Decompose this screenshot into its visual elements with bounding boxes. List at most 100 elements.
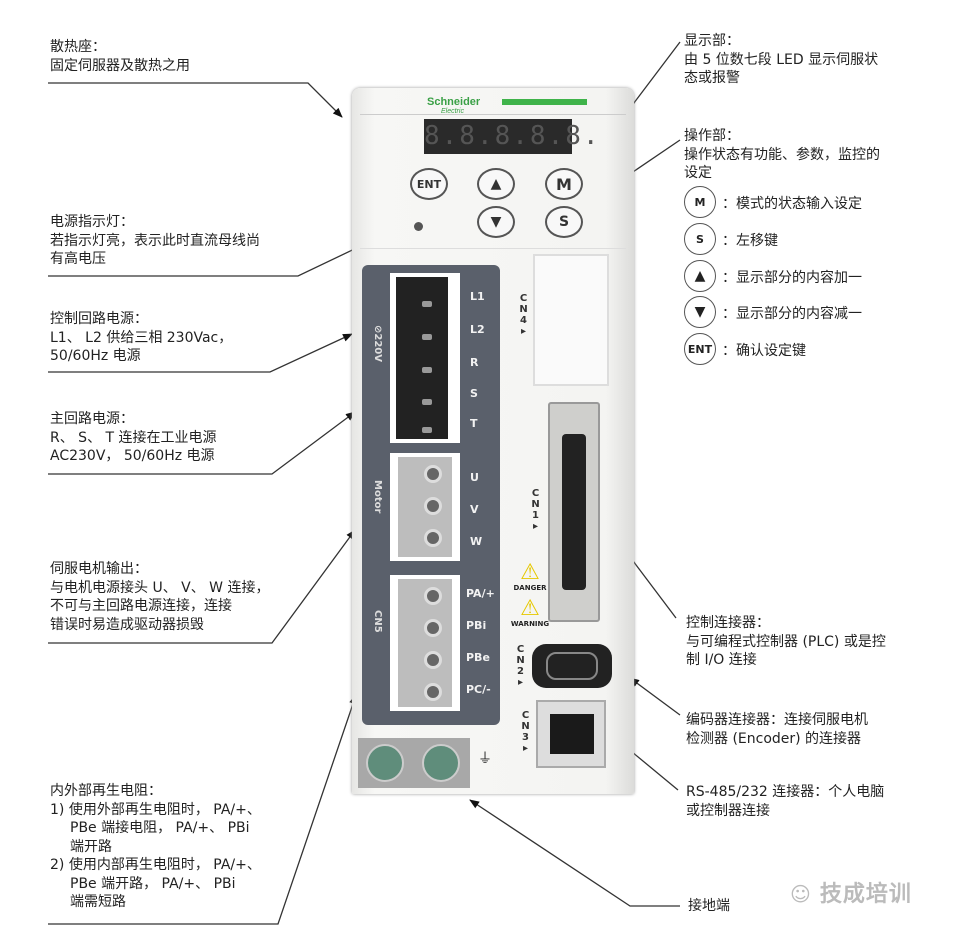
note-title: 接地端 (688, 898, 730, 914)
note-title: 内外部再生电阻： (50, 783, 162, 799)
cn4-cover[interactable] (533, 254, 609, 386)
note-heatsink: 散热座： 固定伺服器及散热之用 (50, 38, 190, 75)
terminal-pbi: PBi (466, 619, 487, 632)
legend-m-button-icon: M (684, 186, 716, 218)
s-button[interactable]: S (545, 206, 583, 238)
cn5-group-label: CN5 (372, 610, 383, 633)
note-encoder-connector: 编码器连接器：连接伺服电机 检测器 (Encoder) 的连接器 (686, 711, 868, 748)
note-title: 电源指示灯： (50, 214, 134, 230)
cn3-rj45-connector[interactable] (536, 700, 606, 768)
note-line: 操作状态有功能、参数，监控的 (684, 146, 880, 163)
note-rs485-connector: RS-485/232 连接器：个人电脑 或控制器连接 (686, 783, 884, 820)
legend-ent-desc: ：确认设定键 (722, 343, 806, 359)
terminal-pa: PA/+ (466, 587, 495, 600)
note-line: 端需短路 (70, 894, 126, 910)
legend-m-desc: ：模式的状态输入设定 (722, 196, 862, 212)
ground-screw-icon (422, 744, 460, 782)
ent-button[interactable]: ENT (410, 168, 448, 200)
terminal-l1: L1 (470, 290, 485, 303)
leader-heatsink (48, 82, 343, 118)
note-line: L1、 L2 供给三相 230Vac， (50, 329, 233, 346)
cn4-label: CN4▸ (518, 293, 529, 337)
terminal-w: W (470, 535, 483, 548)
legend-ent-button-icon: ENT (684, 333, 716, 365)
led-display: 8.8.8.8.8. (424, 119, 599, 154)
note-line: 若指示灯亮，表示此时直流母线尚 (50, 232, 260, 249)
note-line: 有高电压 (50, 251, 106, 267)
legend-s-desc: ：左移键 (722, 233, 778, 249)
motor-terminal-block (390, 453, 460, 561)
note-display: 显示部： 由 5 位数七段 LED 显示伺服状 态或报警 (684, 32, 878, 88)
note-line: 由 5 位数七段 LED 显示伺服状 (684, 51, 879, 68)
note-control-power: 控制回路电源： L1、 L2 供给三相 230Vac， 50/60Hz 电源 (50, 310, 232, 366)
note-title: 控制回路电源： (50, 311, 148, 327)
cn3-label: CN3▸ (520, 710, 531, 754)
terminal-u: U (470, 471, 479, 484)
power-led-indicator (414, 222, 423, 231)
terminal-l2: L2 (470, 323, 485, 336)
note-line: 端开路 (70, 838, 112, 855)
leader-cn2 (629, 677, 681, 716)
note-title: 编码器连接器：连接伺服电机 (686, 712, 868, 728)
note-line: PBe 端接电阻， PA/+、 PBi (70, 820, 250, 836)
note-line: 与电机电源接头 U、 V、 W 连接， (50, 579, 270, 596)
up-button[interactable]: ▲ (477, 168, 515, 200)
warning-sign: ⚠WARNING (510, 596, 550, 629)
cn5-terminal-block (390, 575, 460, 711)
note-line: 固定伺服器及散热之用 (50, 57, 190, 74)
cn1-connector[interactable] (548, 402, 600, 622)
ground-screw-icon (366, 744, 404, 782)
note-line: 2) 使用内部再生电阻时， PA/+、 (50, 857, 261, 873)
down-button[interactable]: ▼ (477, 206, 515, 238)
m-button[interactable]: M (545, 168, 583, 200)
note-title: 操作部： (684, 128, 740, 144)
note-title: 主回路电源： (50, 411, 134, 427)
terminal-pc: PC/- (466, 683, 491, 696)
legend-down-button-icon: ▼ (684, 296, 716, 328)
ground-symbol-icon: ⏚ (478, 751, 492, 767)
note-title: 伺服电机输出： (50, 561, 148, 577)
legend-s-button-icon: S (684, 223, 716, 255)
terminal-v: V (470, 503, 479, 516)
note-line: 不可与主回路电源连接，连接 (50, 598, 232, 614)
watermark: ☺ 技成培训 (790, 882, 912, 907)
cn2-label: CN2▸ (515, 644, 526, 688)
note-line: 或控制器连接 (686, 802, 770, 819)
note-line: PBe 端开路， PA/+、 PBi (70, 875, 236, 892)
danger-sign: ⚠DANGER (513, 560, 547, 593)
power-group-label: ⊘220V (372, 325, 383, 362)
legend-down-desc: ：显示部分的内容减一 (722, 306, 862, 322)
cn2-encoder-connector[interactable] (532, 644, 612, 688)
note-operation: 操作部： 操作状态有功能、参数，监控的 设定 (684, 127, 880, 183)
terminal-r: R (470, 356, 479, 369)
legend-up-desc: ：显示部分的内容加一 (722, 270, 862, 286)
note-line: 制 I/O 连接 (686, 652, 757, 668)
note-line: 错误时易造成驱动器损毁 (50, 616, 204, 633)
note-line: 1) 使用外部再生电阻时， PA/+、 (50, 801, 261, 818)
legend-up-button-icon: ▲ (684, 260, 716, 292)
note-line: 50/60Hz 电源 (50, 348, 141, 364)
note-motor-output: 伺服电机输出： 与电机电源接头 U、 V、 W 连接， 不可与主回路电源连接，连… (50, 560, 269, 634)
note-line: AC230V， 50/60Hz 电源 (50, 448, 215, 464)
power-terminal-block (390, 273, 460, 443)
note-title: 控制连接器： (686, 615, 770, 631)
note-line: 与可编程式控制器 (PLC) 或是控 (686, 633, 886, 650)
terminal-s: S (470, 387, 478, 400)
note-title: 显示部： (684, 33, 740, 49)
note-power-led: 电源指示灯： 若指示灯亮，表示此时直流母线尚 有高电压 (50, 213, 260, 269)
note-line: 设定 (684, 165, 712, 181)
note-control-connector: 控制连接器： 与可编程式控制器 (PLC) 或是控 制 I/O 连接 (686, 614, 886, 670)
note-main-power: 主回路电源： R、 S、 T 连接在工业电源 AC230V， 50/60Hz 电… (50, 410, 217, 466)
terminal-panel: ⊘220V Motor CN5 L1 L2 R S T U V W PA/+ P… (362, 265, 500, 725)
ground-terminal[interactable] (358, 738, 470, 788)
note-regen-resistor: 内外部再生电阻： 1) 使用外部再生电阻时， PA/+、 PBe 端接电阻， P… (50, 782, 261, 912)
terminal-t: T (470, 417, 478, 430)
brand-bar (502, 99, 587, 105)
note-line: 检测器 (Encoder) 的连接器 (686, 730, 862, 747)
terminal-pbe: PBe (466, 651, 490, 664)
note-line: 态或报警 (684, 70, 740, 86)
leader-ground (469, 799, 680, 907)
motor-group-label: Motor (372, 480, 383, 514)
